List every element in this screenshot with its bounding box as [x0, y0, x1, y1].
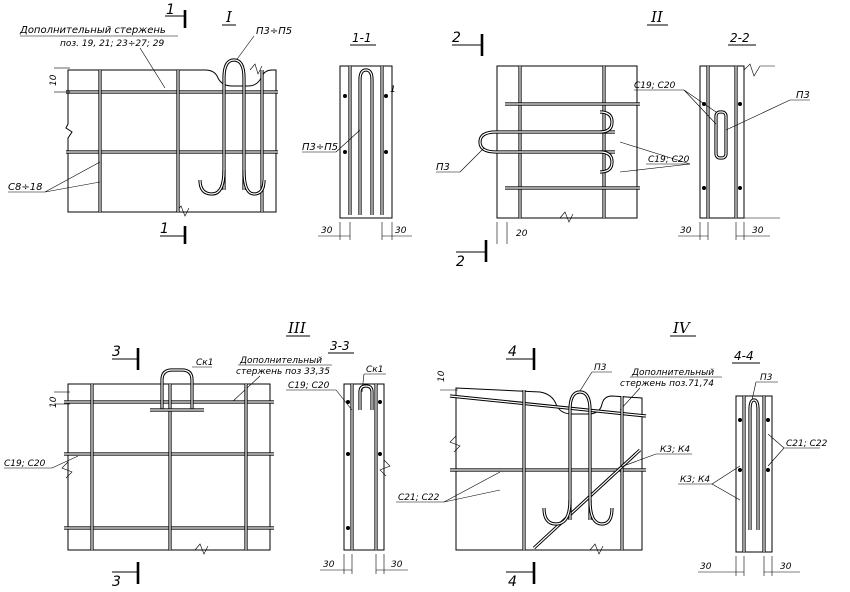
- cut-mark-3-bottom: 3: [112, 574, 121, 590]
- view-1-mesh-label: С8÷18: [8, 182, 42, 193]
- view-4-note-line1: Дополнительный: [631, 368, 714, 378]
- view-3-note-line2: стержень поз 33,35: [236, 367, 330, 377]
- view-3-top-label: Ск1: [196, 358, 213, 368]
- view-4-mesh-label: С21; С22: [398, 493, 440, 503]
- section-2-2-dim-left: 30: [680, 226, 692, 236]
- view-2-numeral: II: [650, 8, 664, 26]
- cut-mark-2-bottom: 2: [456, 254, 465, 270]
- section-1-1-ref: 1: [390, 85, 396, 95]
- cut-mark-4-top: 4: [508, 344, 517, 360]
- view-1-dim-height: 10: [49, 74, 59, 86]
- view-3-mesh-label: С19; С20: [4, 459, 46, 469]
- section-1-1-outline: [339, 65, 393, 219]
- view-2-loop-label: П3: [436, 162, 450, 173]
- view-3: III 3 Ск1 Дополнительный стержень поз 33…: [4, 319, 332, 590]
- view-1-numeral: I: [225, 8, 233, 26]
- section-2-2-dim-right: 30: [752, 226, 764, 236]
- cut-mark-1-bottom: 1: [160, 221, 169, 237]
- view-1-loop-label: П3÷П5: [256, 26, 292, 37]
- view-4-numeral: IV: [672, 319, 692, 337]
- section-1-1: 1-1 1 П3÷П5 30 30: [302, 31, 412, 240]
- section-2-2-loop-label: П3: [796, 90, 810, 101]
- view-4-loop-label: П3: [594, 363, 607, 373]
- section-4-4-k-label: К3; К4: [680, 475, 710, 485]
- section-3-3-dim-right: 30: [391, 560, 403, 570]
- section-2-2: 2-2 С19; С20 П3 С19; С20 30 30: [619, 31, 810, 240]
- section-3-3-outline: [343, 383, 385, 551]
- section-4-4-dim-left: 30: [700, 562, 712, 572]
- section-3-3-dim-left: 30: [323, 560, 335, 570]
- view-1-panel: [65, 69, 277, 213]
- view-3-note-line1: Дополнительный: [239, 356, 322, 366]
- view-4: IV 4 П3 Дополнительный стержень поз.71,7…: [396, 319, 722, 590]
- section-1-1-dim-right: 30: [395, 226, 407, 236]
- view-1: I 1 Дополнительный стержень поз. 19, 21;…: [8, 2, 292, 244]
- section-1-1-loop-label: П3÷П5: [302, 142, 338, 153]
- section-3-3-label: С19; С20: [288, 381, 330, 391]
- view-3-dim-height: 10: [49, 396, 59, 408]
- section-3-3: 3-3 Ск1 С19; С20 30 30: [286, 339, 408, 574]
- cut-mark-3-top: 3: [112, 344, 121, 360]
- view-1-note-line1: Дополнительный стержень: [19, 25, 166, 36]
- view-1-note-line2: поз. 19, 21; 23÷27; 29: [60, 39, 164, 49]
- cut-mark-4-bottom: 4: [508, 574, 517, 590]
- section-2-2-outline: [699, 65, 745, 219]
- view-4-k-label: К3; К4: [660, 445, 690, 455]
- view-2-panel: [496, 65, 638, 219]
- view-4-note-line2: стержень поз.71,74: [620, 379, 714, 389]
- cut-mark-1-top: 1: [166, 2, 175, 18]
- section-4-4-label: С21; С22: [786, 439, 828, 449]
- view-2: II 2 П3 20 2: [436, 8, 668, 270]
- section-2-2-label-top: С19; С20: [634, 81, 676, 91]
- section-3-3-title: 3-3: [330, 339, 350, 353]
- section-1-1-title: 1-1: [352, 31, 372, 45]
- view-3-numeral: III: [287, 319, 307, 337]
- section-4-4-title: 4-4: [734, 349, 754, 363]
- view-2-dim-bottom: 20: [516, 229, 528, 239]
- view-4-dim-height: 10: [437, 370, 447, 382]
- section-1-1-dim-left: 30: [321, 226, 333, 236]
- section-4-4: 4-4 П3 С21; С22 К3; К4 30 30: [678, 349, 828, 576]
- view-4-panel: [455, 387, 643, 551]
- section-4-4-top-label: П3: [760, 373, 773, 383]
- section-4-4-dim-right: 30: [780, 562, 792, 572]
- section-4-4-outline: [735, 395, 773, 553]
- cut-mark-2-top: 2: [452, 30, 461, 46]
- section-3-3-top-label: Ск1: [366, 365, 383, 375]
- section-2-2-title: 2-2: [730, 31, 750, 45]
- section-2-2-label-mid: С19; С20: [648, 155, 690, 165]
